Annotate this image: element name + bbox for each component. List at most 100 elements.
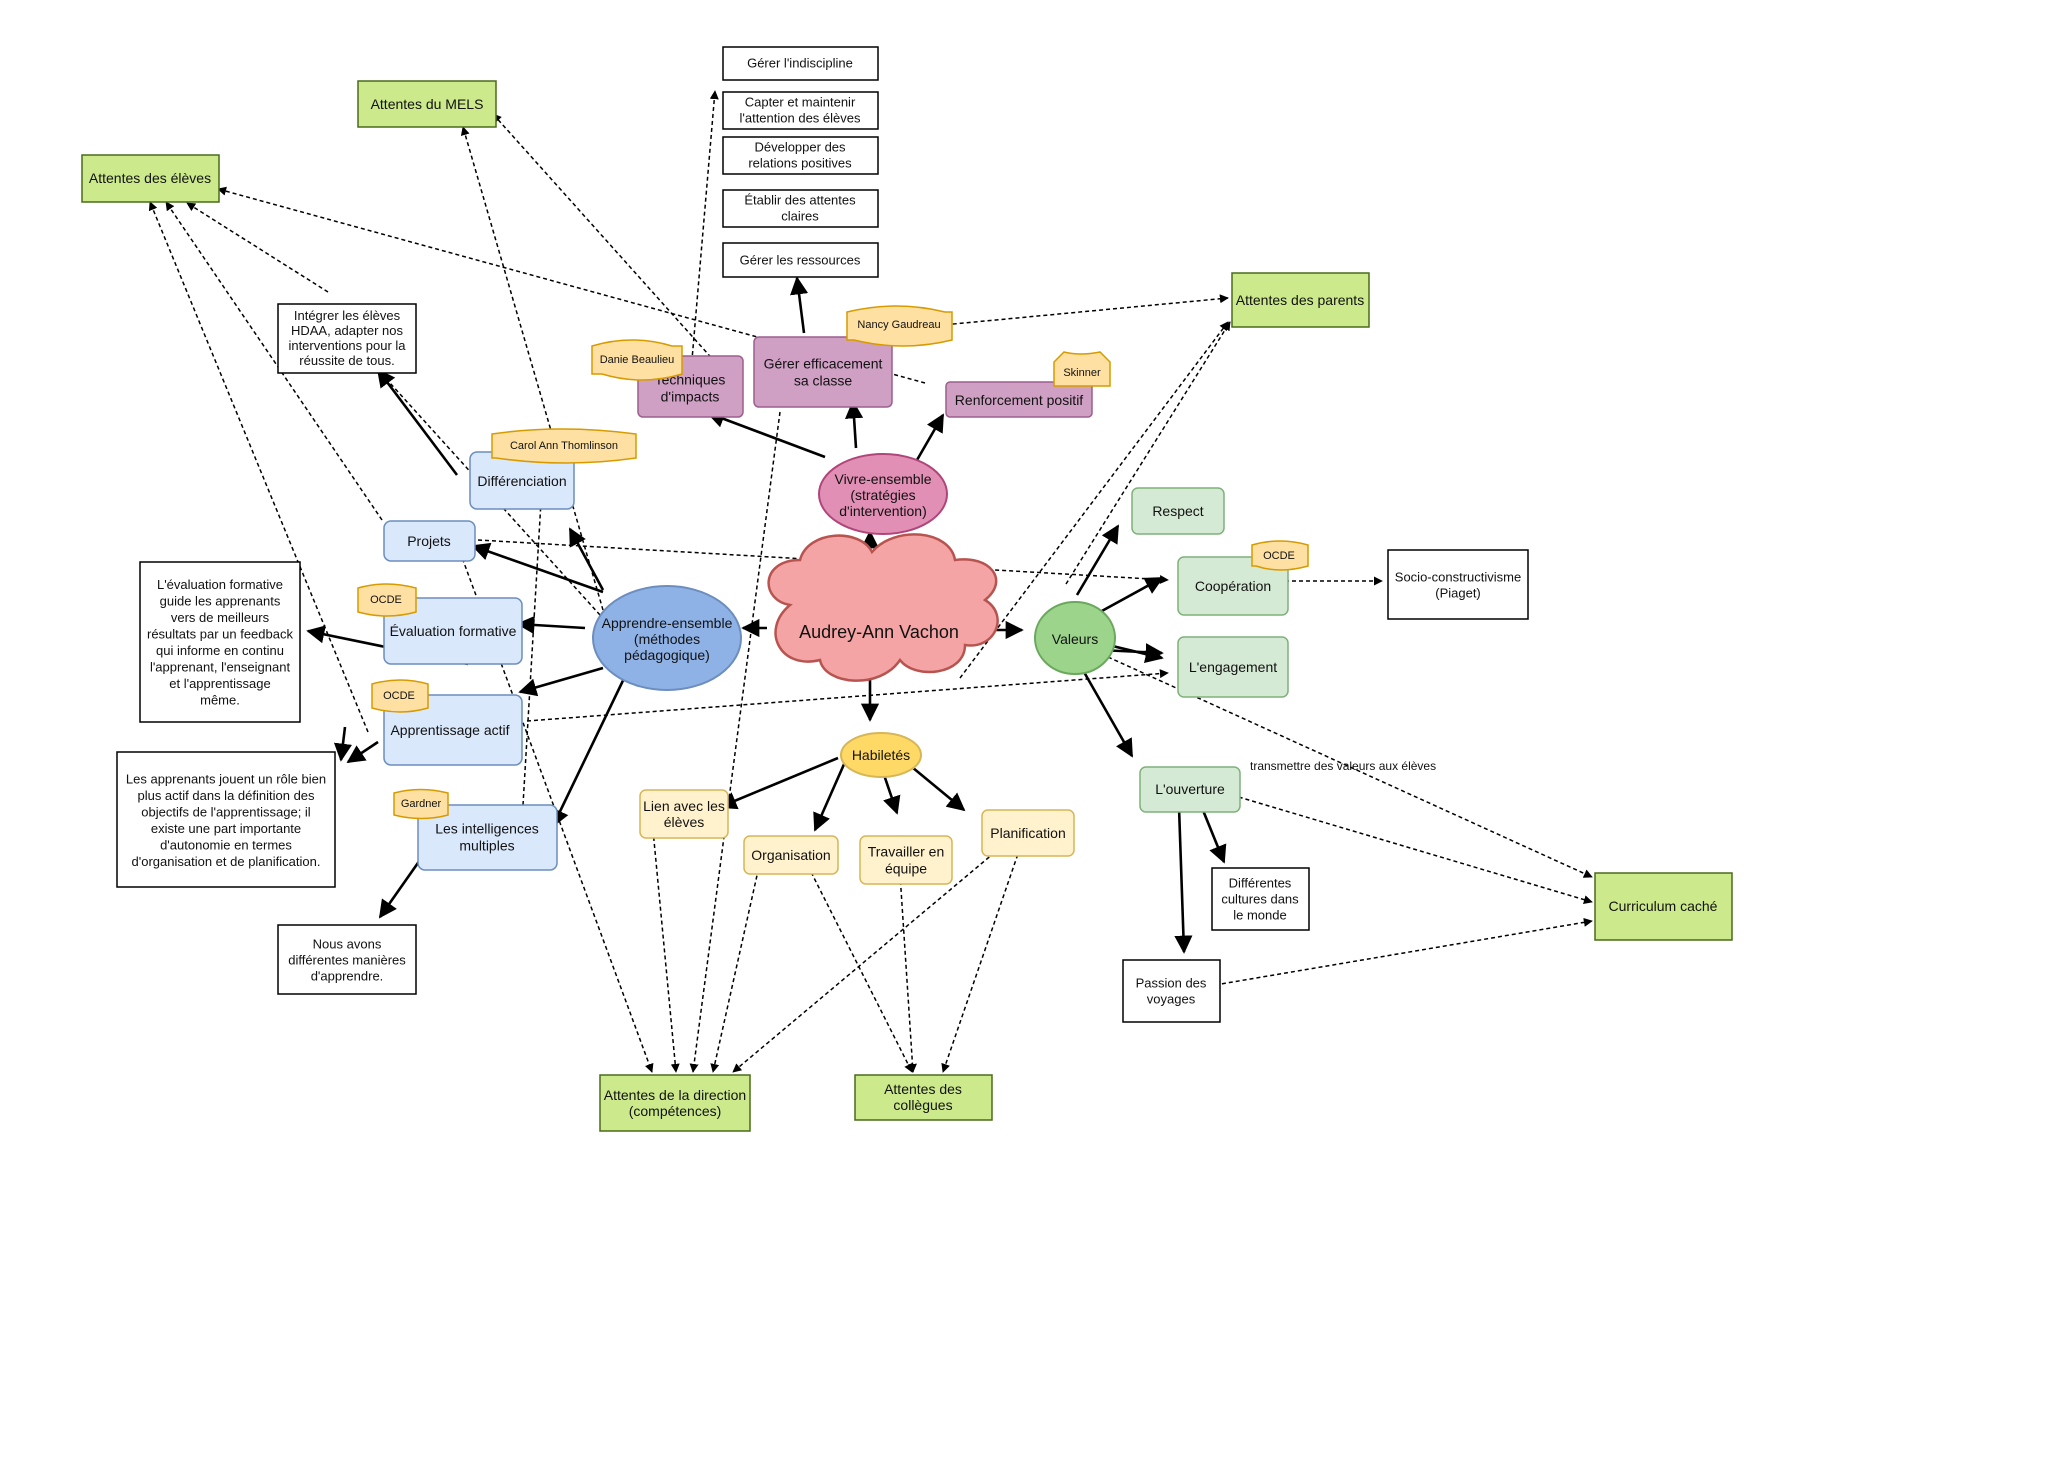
label-line: Les intelligences [435,820,539,836]
apprentissage-actif-node[interactable]: Apprentissage actif [383,694,523,766]
label-line: (compétences) [629,1103,722,1119]
curriculum-cache-node[interactable]: Curriculum caché [1594,872,1733,941]
tag-ocde-cooperation[interactable]: OCDE [1251,540,1309,571]
label-line: pédagogique) [624,647,710,663]
tag-ocde-evaluation[interactable]: OCDE [357,583,417,617]
label-line: Vivre-ensemble [834,471,931,487]
label-line: Organisation [751,847,830,863]
habiletes-node[interactable]: Habiletés [840,732,922,778]
tag-ocde-evaluation-label: OCDE [370,594,402,606]
attentes-eleves-label: Attentes des élèves [89,170,211,186]
attentes-direction-label: Attentes de la direction(compétences) [604,1087,746,1119]
label-line: Capter et maintenir [745,95,856,110]
note-ressources[interactable]: Gérer les ressources [722,242,879,278]
apprentissage-actif-label: Apprentissage actif [390,722,509,738]
tag-danie[interactable]: Danie Beaulieu [591,339,683,381]
label-line: HDAA, adapter nos [291,323,404,338]
tag-ocde-actif[interactable]: OCDE [371,679,429,713]
label-line: Renforcement positif [955,392,1084,408]
tag-carol[interactable]: Carol Ann Thomlinson [491,428,637,464]
note-socio-label: Socio-constructivisme(Piaget) [1395,570,1521,601]
cooperation-label: Coopération [1195,578,1271,594]
ouverture-node[interactable]: L'ouverture [1139,766,1241,813]
projets-node[interactable]: Projets [383,520,476,562]
central-cloud-node[interactable]: Audrey-Ann Vachon [767,533,999,682]
attentes-eleves-node[interactable]: Attentes des élèves [81,154,220,203]
respect-node[interactable]: Respect [1131,487,1225,535]
tag-skinner[interactable]: Skinner [1053,351,1111,387]
label-line: Gérer l'indiscipline [747,56,853,71]
ouverture-label: L'ouverture [1155,781,1225,797]
label-line: relations positives [748,156,852,171]
label-line: Établir des attentes [744,193,856,208]
label-line: Lien avec les [643,798,725,814]
label-line: (Piaget) [1435,586,1481,601]
attentes-direction-node[interactable]: Attentes de la direction(compétences) [599,1074,751,1132]
renforcement-node[interactable]: Renforcement positif [945,381,1093,418]
attentes-parents-node[interactable]: Attentes des parents [1231,272,1370,328]
tag-ocde-cooperation-label: OCDE [1263,550,1295,562]
planification-label: Planification [990,825,1066,841]
note-socio[interactable]: Socio-constructivisme(Piaget) [1387,549,1529,620]
note-indiscipline[interactable]: Gérer l'indiscipline [722,46,879,81]
label-line: élèves [664,814,704,830]
cooperation-node[interactable]: Coopération [1177,556,1289,616]
label-line: (méthodes [634,631,700,647]
evaluation-formative-node[interactable]: Évaluation formative [383,597,523,665]
label-line: Évaluation formative [390,623,517,639]
tag-nancy[interactable]: Nancy Gaudreau [846,305,953,347]
edge-label-transmettre: transmettre des valeurs aux élèves [1250,759,1436,773]
engagement-node[interactable]: L'engagement [1177,636,1289,698]
label-line: cultures dans [1221,892,1299,907]
tag-gardner[interactable]: Gardner [393,788,449,820]
organisation-label: Organisation [751,847,830,863]
evaluation-formative-label: Évaluation formative [390,623,517,639]
label-line: Nous avons [313,937,382,952]
label-line: Curriculum caché [1609,898,1718,914]
label-line: L'ouverture [1155,781,1225,797]
respect-label: Respect [1152,503,1203,519]
valeurs-node[interactable]: Valeurs [1034,601,1116,675]
label-line: Différentes [1229,876,1292,891]
label-line: voyages [1147,992,1196,1007]
label-line: Gérer les ressources [740,253,861,268]
central-cloud-shape [767,533,999,682]
label-line: d'apprendre. [311,969,384,984]
organisation-node[interactable]: Organisation [743,835,839,875]
label-line: d'intervention) [839,503,927,519]
label-line: multiples [459,837,514,853]
label-line: Habiletés [852,747,910,763]
planification-node[interactable]: Planification [981,809,1075,857]
label-line: et l'apprentissage [169,676,271,691]
tag-danie-label: Danie Beaulieu [600,354,675,366]
attentes-mels-node[interactable]: Attentes du MELS [357,80,497,128]
label-line: Attentes du MELS [371,96,484,112]
label-line: Valeurs [1052,631,1098,647]
